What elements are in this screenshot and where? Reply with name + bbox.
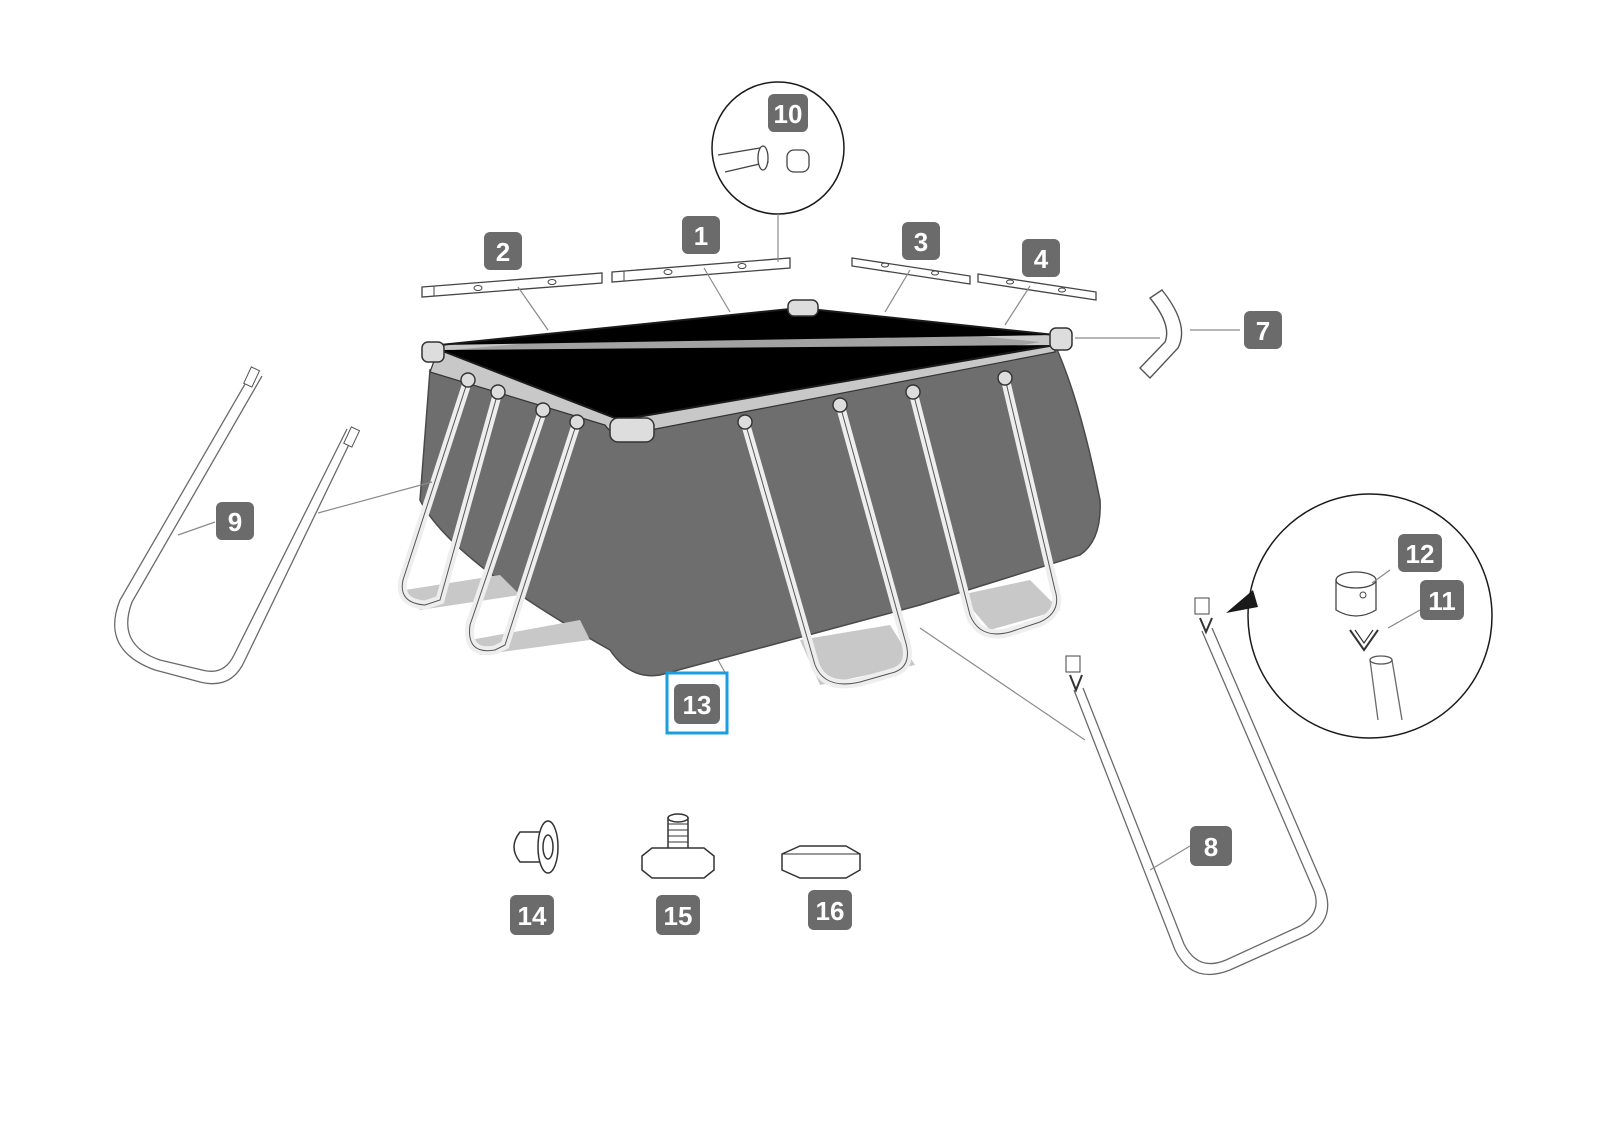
callout-14[interactable]: 14 [510, 895, 554, 935]
callout-12[interactable]: 12 [1398, 534, 1442, 572]
callout-16[interactable]: 16 [808, 890, 852, 930]
callout-16-label: 16 [816, 896, 845, 926]
leg-part-9 [114, 366, 361, 685]
beam-2 [421, 272, 603, 298]
callout-13-highlight [665, 671, 729, 735]
leg-part-8 [1065, 597, 1329, 976]
callout-2[interactable]: 2 [484, 232, 522, 270]
corner-elbow-7 [1139, 289, 1183, 380]
callout-1[interactable]: 1 [682, 216, 720, 254]
pool-wall [419, 344, 1101, 677]
callout-11[interactable]: 11 [1420, 580, 1464, 620]
leg-caps [460, 370, 1013, 430]
callout-14-label: 14 [518, 901, 547, 931]
callout-15[interactable]: 15 [656, 895, 700, 935]
callout-7[interactable]: 7 [1244, 311, 1282, 349]
part-16-cap [781, 845, 861, 879]
callout-2-label: 2 [496, 237, 510, 267]
callout-15-label: 15 [664, 901, 693, 931]
corner-front [609, 417, 655, 443]
callout-3-label: 3 [914, 227, 928, 257]
pool-body [397, 299, 1101, 689]
callout-4[interactable]: 4 [1022, 239, 1060, 277]
callout-4-label: 4 [1034, 244, 1049, 274]
corner-back [787, 299, 819, 317]
beam-4 [977, 273, 1097, 301]
callout-8-label: 8 [1204, 832, 1218, 862]
beam-3 [851, 257, 971, 285]
leader-lines [177, 267, 1421, 871]
beam-1 [611, 257, 791, 283]
callout-11-label: 11 [1428, 586, 1456, 616]
corner-left [421, 341, 445, 363]
callout-10[interactable]: 10 [768, 94, 808, 132]
callout-9[interactable]: 9 [216, 502, 254, 540]
detail-circle-10 [711, 81, 845, 262]
callout-8[interactable]: 8 [1190, 826, 1232, 866]
callout-13[interactable]: 13 [665, 671, 729, 735]
part-15-connector [641, 813, 715, 879]
callout-1-label: 1 [694, 221, 708, 251]
part-14-strainer [513, 820, 559, 874]
callout-12-label: 12 [1406, 539, 1435, 569]
callout-3[interactable]: 3 [902, 222, 940, 260]
callout-9-label: 9 [228, 507, 242, 537]
callout-10-label: 10 [774, 99, 803, 129]
callout-13-label: 13 [683, 690, 712, 720]
callout-7-label: 7 [1256, 316, 1270, 346]
foot-pad [960, 580, 1060, 630]
corner-right [1049, 327, 1073, 351]
